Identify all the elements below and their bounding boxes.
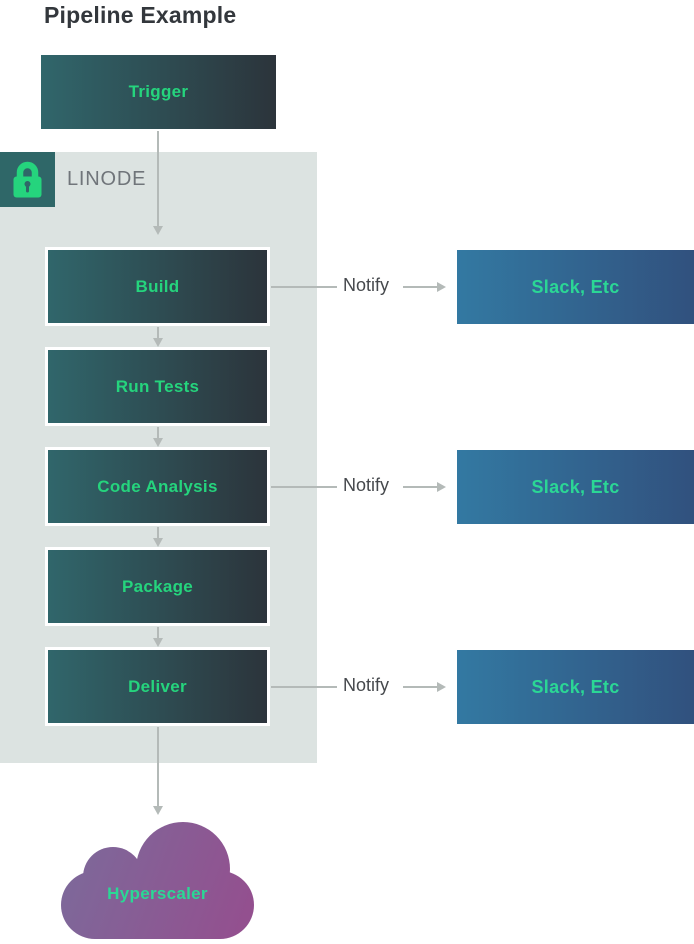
arrow-down-icon	[153, 226, 163, 235]
arrow-shaft	[403, 686, 437, 688]
notify-line-deliver	[271, 686, 337, 688]
notify-label-deliver: Notify	[343, 675, 390, 695]
arrow-down-icon	[153, 806, 163, 815]
step-label: Package	[121, 576, 194, 596]
page-title: Pipeline Example	[44, 2, 237, 28]
notify-label-code-analysis: Notify	[343, 475, 390, 495]
arrow-down-icon	[153, 338, 163, 347]
arrow-build-to-run-tests	[153, 327, 163, 347]
arrow-right-icon	[437, 482, 446, 492]
slack-box-build: Slack, Etc	[457, 250, 694, 324]
slack-label: Slack, Etc	[531, 476, 620, 497]
slack-box-deliver: Slack, Etc	[457, 650, 694, 724]
arrow-notify-build	[403, 282, 446, 292]
arrow-package-to-deliver	[153, 627, 163, 647]
arrow-notify-deliver	[403, 682, 446, 692]
hyperscaler-label: Hyperscaler	[107, 884, 208, 903]
notify-line-code-analysis	[271, 486, 337, 488]
step-box-build: Build	[45, 247, 270, 326]
step-label: Build	[135, 276, 180, 296]
arrow-code-analysis-to-package	[153, 527, 163, 547]
lock-badge	[0, 152, 55, 207]
step-box-deliver: Deliver	[45, 647, 270, 726]
cloud-icon	[61, 822, 254, 939]
hyperscaler-cloud	[61, 821, 254, 939]
arrow-shaft	[157, 527, 159, 538]
notify-label-build: Notify	[343, 275, 390, 295]
arrow-right-icon	[437, 282, 446, 292]
arrow-shaft	[157, 627, 159, 638]
arrow-shaft	[403, 486, 437, 488]
trigger-box: Trigger	[41, 55, 276, 129]
arrow-shaft	[403, 286, 437, 288]
arrow-shaft	[157, 427, 159, 438]
arrow-down-icon	[153, 638, 163, 647]
trigger-label: Trigger	[128, 82, 189, 101]
slack-box-code-analysis: Slack, Etc	[457, 450, 694, 524]
step-label: Code Analysis	[97, 476, 218, 496]
slack-label: Slack, Etc	[531, 276, 620, 297]
lock-icon	[13, 161, 42, 198]
slack-label: Slack, Etc	[531, 676, 620, 697]
arrow-shaft	[157, 327, 159, 338]
step-box-package: Package	[45, 547, 270, 626]
arrow-right-icon	[437, 682, 446, 692]
arrow-shaft	[157, 131, 159, 226]
arrow-down-icon	[153, 438, 163, 447]
arrow-run-tests-to-code-analysis	[153, 427, 163, 447]
arrow-down-icon	[153, 538, 163, 547]
step-box-code-analysis: Code Analysis	[45, 447, 270, 526]
notify-line-build	[271, 286, 337, 288]
step-label: Run Tests	[115, 376, 200, 396]
linode-group-label: LINODE	[67, 168, 147, 190]
arrow-trigger-to-build	[153, 131, 163, 235]
arrow-shaft	[157, 727, 159, 806]
step-box-run-tests: Run Tests	[45, 347, 270, 426]
step-label: Deliver	[128, 676, 187, 696]
arrow-deliver-to-hyperscaler	[153, 727, 163, 815]
arrow-notify-code-analysis	[403, 482, 446, 492]
